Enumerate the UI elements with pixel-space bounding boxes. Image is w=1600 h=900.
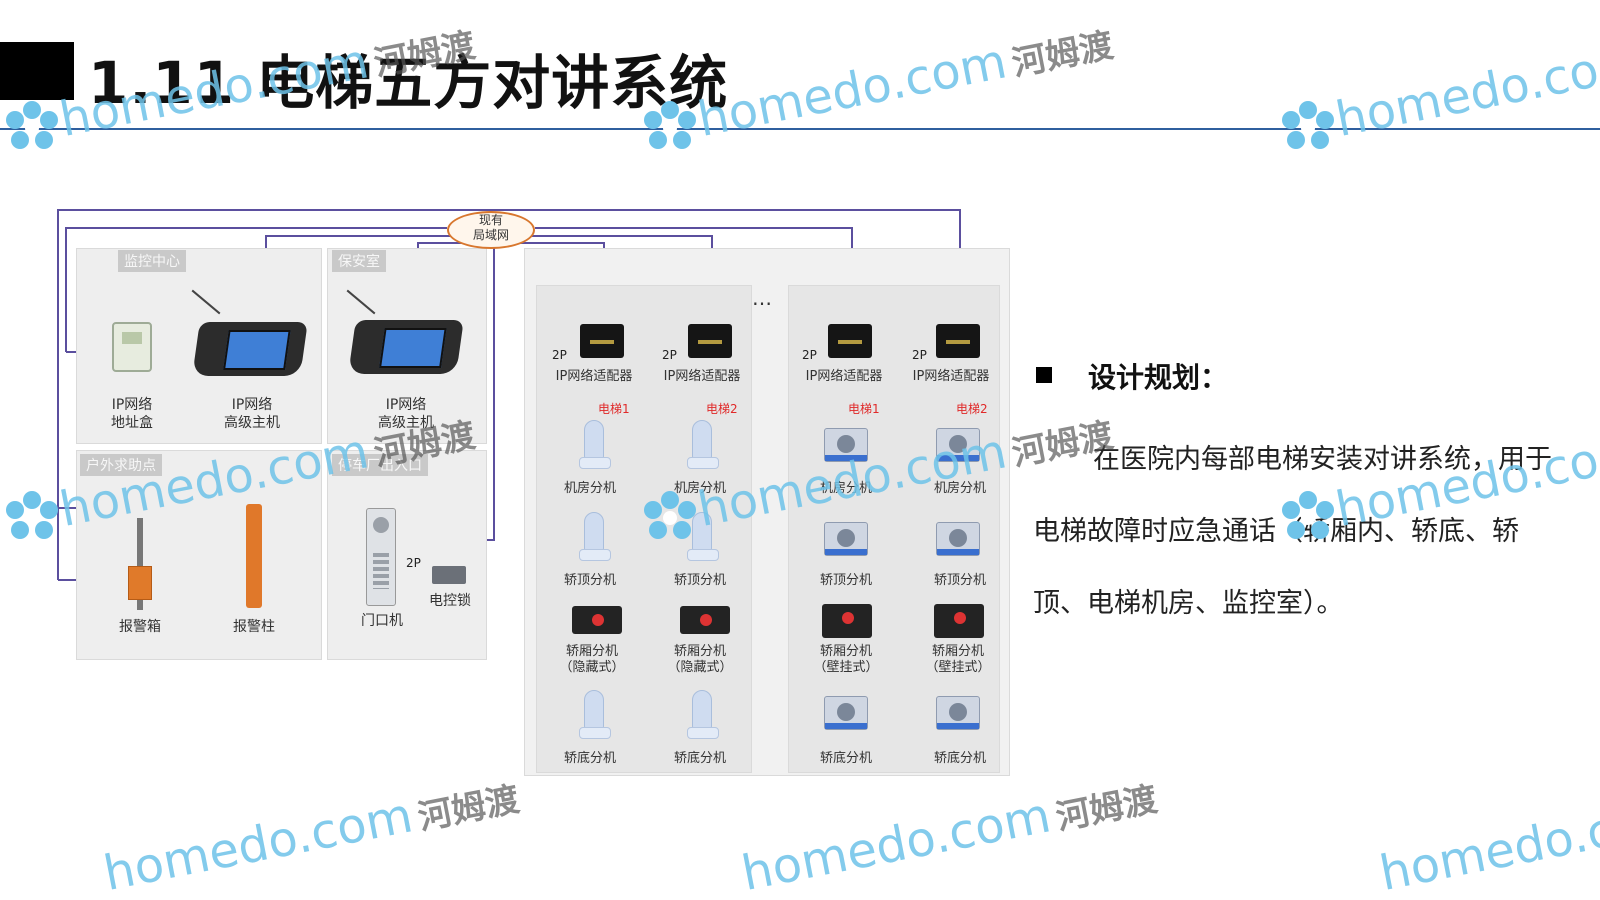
unit-label: 轿底分机: [563, 751, 616, 766]
car-hidden-unit-icon: [680, 606, 730, 634]
car-hidden-unit-icon: [572, 606, 622, 634]
alarm-post-icon: [246, 504, 262, 608]
ip-adapter-label: IP网络适配器: [555, 369, 633, 384]
design-paragraph: 在医院内每部电梯安装对讲系统，用于电梯故障时应急通话（轿厢内、轿底、轿顶、电梯机…: [1033, 424, 1553, 640]
elevator-label: 电梯1: [598, 402, 630, 416]
wire-2p-label: 2P: [406, 556, 421, 570]
unit-label: 轿底分机: [933, 751, 986, 766]
ip-adapter-icon: [580, 324, 624, 358]
car-top-handset-icon: [687, 512, 719, 561]
ip-adapter-label: IP网络适配器: [663, 369, 741, 384]
unit-label: 机房分机: [673, 481, 726, 496]
unit-label: 轿顶分机: [563, 573, 616, 588]
car-bottom-speaker-icon: [936, 696, 980, 730]
unit-label: 轿厢分机 （隐藏式）: [667, 644, 733, 675]
unit-label: 轿顶分机: [933, 573, 986, 588]
panel-tag-outdoor-help: 户外求助点: [80, 454, 162, 476]
unit-label: 轿顶分机: [673, 573, 726, 588]
machine-room-handset-icon: [579, 420, 611, 469]
ip-host-phone-icon: [348, 320, 464, 374]
door-station-label: 门口机: [361, 613, 403, 629]
elevator-label: 电梯2: [956, 402, 988, 416]
alarm-box-pole-icon: [137, 518, 143, 610]
ip-address-box-icon: [112, 322, 152, 372]
unit-label: 机房分机: [819, 481, 872, 496]
unit-label: 机房分机: [563, 481, 616, 496]
unit-label: 轿底分机: [819, 751, 872, 766]
electric-lock-label: 电控锁: [429, 593, 471, 609]
car-top-speaker-icon: [936, 522, 980, 556]
panel-parking-entrance: [327, 450, 487, 660]
electric-lock-icon: [432, 566, 466, 584]
ip-host-phone-icon: [192, 322, 308, 376]
ip-host-label-security: IP网络 高级主机: [378, 397, 434, 431]
page-title: 1.11 电梯五方对讲系统: [88, 49, 729, 117]
car-wall-unit-icon: [822, 604, 872, 638]
machine-room-handset-icon: [687, 420, 719, 469]
ip-adapter-icon: [828, 324, 872, 358]
unit-label: 轿厢分机 （壁挂式）: [925, 644, 991, 675]
design-body-text: 在医院内每部电梯安装对讲系统，用于电梯故障时应急通话（轿厢内、轿底、轿顶、电梯机…: [1033, 444, 1552, 619]
car-bottom-speaker-icon: [824, 696, 868, 730]
alarm-box-icon: [128, 566, 152, 600]
car-top-speaker-icon: [824, 522, 868, 556]
lan-node-icon: [447, 211, 535, 249]
machine-room-speaker-icon: [936, 428, 980, 462]
panel-tag-monitor-center: 监控中心: [118, 250, 186, 272]
wire-2p-label: 2P: [662, 348, 677, 362]
ip-adapter-label: IP网络适配器: [912, 369, 990, 384]
wire-2p-label: 2P: [912, 348, 927, 362]
door-station-icon: [366, 508, 396, 606]
bullet-square-icon: [1036, 367, 1052, 383]
panel-outdoor-help: [76, 450, 322, 660]
unit-label: 轿厢分机 （隐藏式）: [559, 644, 625, 675]
elevator-label: 电梯2: [706, 402, 738, 416]
ip-adapter-icon: [936, 324, 980, 358]
more-columns-ellipsis: …: [752, 286, 774, 310]
alarm-box-label: 报警箱: [119, 619, 161, 635]
ip-adapter-icon: [688, 324, 732, 358]
unit-label: 机房分机: [933, 481, 986, 496]
lan-node-label: 现有 局域网: [472, 213, 509, 242]
unit-label: 轿顶分机: [819, 573, 872, 588]
car-bottom-handset-icon: [579, 690, 611, 739]
title-marker-block: [0, 42, 74, 100]
alarm-post-label: 报警柱: [233, 619, 275, 635]
ip-adapter-label: IP网络适配器: [805, 369, 883, 384]
ip-address-box-label: IP网络 地址盒: [111, 397, 153, 431]
car-wall-unit-icon: [934, 604, 984, 638]
car-top-handset-icon: [579, 512, 611, 561]
wire-2p-label: 2P: [552, 348, 567, 362]
ip-host-label-monitor: IP网络 高级主机: [224, 397, 280, 431]
panel-elevator-group-a: [536, 285, 752, 773]
machine-room-speaker-icon: [824, 428, 868, 462]
unit-label: 轿底分机: [673, 751, 726, 766]
elevator-label: 电梯1: [848, 402, 880, 416]
panel-tag-parking-entrance: 停车厂出入口: [332, 454, 428, 476]
lan-loop-inner: [65, 227, 447, 352]
design-heading: 设计规划：: [1088, 361, 1229, 394]
car-bottom-handset-icon: [687, 690, 719, 739]
title-divider: [0, 128, 1600, 130]
panel-tag-security-room: 保安室: [332, 250, 386, 272]
unit-label: 轿厢分机 （壁挂式）: [813, 644, 879, 675]
wire-2p-label: 2P: [802, 348, 817, 362]
